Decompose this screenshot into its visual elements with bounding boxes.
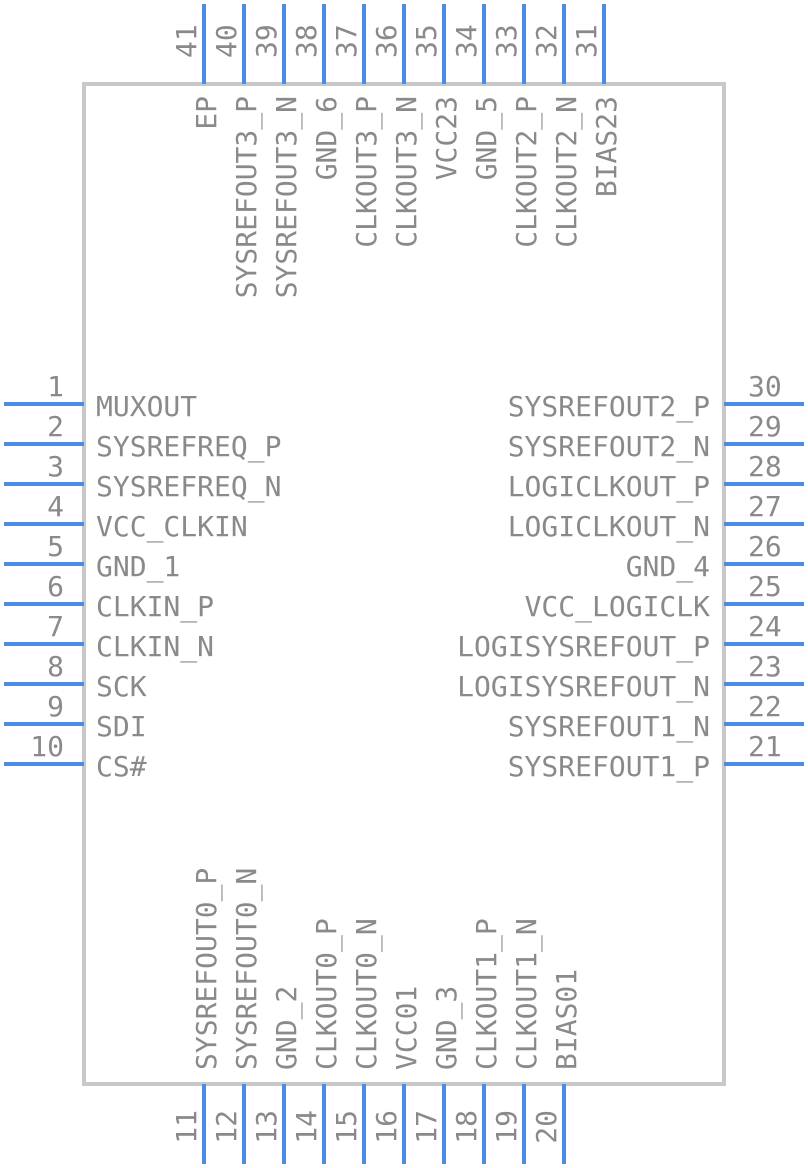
pin-7-name: CLKIN_N [96,630,214,664]
pin-6-number: 6 [47,570,64,603]
pin-26-name: GND_4 [626,550,710,584]
pin-10-number: 10 [30,730,64,763]
pin-7-number: 7 [47,610,64,643]
pin-30-name: SYSREFOUT2_P [508,390,710,424]
pin-40-name: SYSREFOUT3_P [230,96,264,298]
pin-9-name: SDI [96,710,147,743]
pin-4-number: 4 [47,490,64,523]
pin-20-name: BIAS01 [550,969,583,1070]
pin-36-number: 36 [370,24,403,58]
pin-18-number: 18 [450,1110,483,1144]
pin-24-number: 24 [748,610,782,643]
pin-31-name: BIAS23 [590,96,623,197]
pin-1-name: MUXOUT [96,390,197,423]
pin-17-number: 17 [410,1110,443,1144]
pin-22-number: 22 [748,690,782,723]
pin-32-name: CLKOUT2_N [550,96,584,248]
pin-13-number: 13 [250,1110,283,1144]
pin-34-number: 34 [450,24,483,58]
pin-19-number: 19 [490,1110,523,1144]
pin-33-number: 33 [490,24,523,58]
pin-23-name: LOGISYSREFOUT_N [457,670,710,704]
pin-29-name: SYSREFOUT2_N [508,430,710,464]
pin-9-number: 9 [47,690,64,723]
pin-30-number: 30 [748,370,782,403]
pin-38-name: GND_6 [310,96,344,180]
pin-27-name: LOGICLKOUT_N [508,510,710,544]
pin-5-name: GND_1 [96,550,180,584]
pin-25-number: 25 [748,570,782,603]
pin-38-number: 38 [290,24,323,58]
pin-14-number: 14 [290,1110,323,1144]
pin-27-number: 27 [748,490,782,523]
pin-22-name: SYSREFOUT1_N [508,710,710,744]
pin-8-name: SCK [96,670,147,703]
pin-39-number: 39 [250,24,283,58]
pin-16-name: VCC01 [390,986,423,1070]
pin-1-number: 1 [47,370,64,403]
pin-26-number: 26 [748,530,782,563]
pin-23-number: 23 [748,650,782,683]
pin-41-name: EP [190,96,223,130]
pin-32-number: 32 [530,24,563,58]
pin-15-name: CLKOUT0_N [350,918,384,1070]
pin-3-name: SYSREFREQ_N [96,470,281,504]
pin-8-number: 8 [47,650,64,683]
pin-2-name: SYSREFREQ_P [96,430,281,464]
pin-41-number: 41 [170,24,203,58]
pin-5-number: 5 [47,530,64,563]
pin-37-name: CLKOUT3_P [350,96,384,248]
pin-28-number: 28 [748,450,782,483]
pin-14-name: CLKOUT0_P [310,918,344,1070]
pin-4-name: VCC_CLKIN [96,510,248,544]
pin-24-name: LOGISYSREFOUT_P [457,630,710,664]
pin-21-name: SYSREFOUT1_P [508,750,710,784]
pin-20-number: 20 [530,1110,563,1144]
pin-11-number: 11 [170,1110,203,1144]
pin-12-number: 12 [210,1110,243,1144]
pin-6-name: CLKIN_P [96,590,214,624]
pin-21-number: 21 [748,730,782,763]
pin-18-name: CLKOUT1_P [470,918,504,1070]
pin-19-name: CLKOUT1_N [510,918,544,1070]
pin-17-name: GND_3 [430,986,464,1070]
pin-34-name: GND_5 [470,96,504,180]
pin-28-name: LOGICLKOUT_P [508,470,710,504]
pin-16-number: 16 [370,1110,403,1144]
pin-39-name: SYSREFOUT3_N [270,96,304,298]
pin-12-name: SYSREFOUT0_N [230,868,264,1070]
pin-40-number: 40 [210,24,243,58]
pin-2-number: 2 [47,410,64,443]
pin-15-number: 15 [330,1110,363,1144]
pin-10-name: CS# [96,750,147,783]
pin-31-number: 31 [570,24,603,58]
pin-3-number: 3 [47,450,64,483]
pin-13-name: GND_2 [270,986,304,1070]
pin-35-number: 35 [410,24,443,58]
pin-29-number: 29 [748,410,782,443]
pin-11-name: SYSREFOUT0_P [190,868,224,1070]
pin-37-number: 37 [330,24,363,58]
pin-33-name: CLKOUT2_P [510,96,544,248]
pin-36-name: CLKOUT3_N [390,96,424,248]
pin-25-name: VCC_LOGICLK [525,590,711,624]
pin-35-name: VCC23 [430,96,463,180]
